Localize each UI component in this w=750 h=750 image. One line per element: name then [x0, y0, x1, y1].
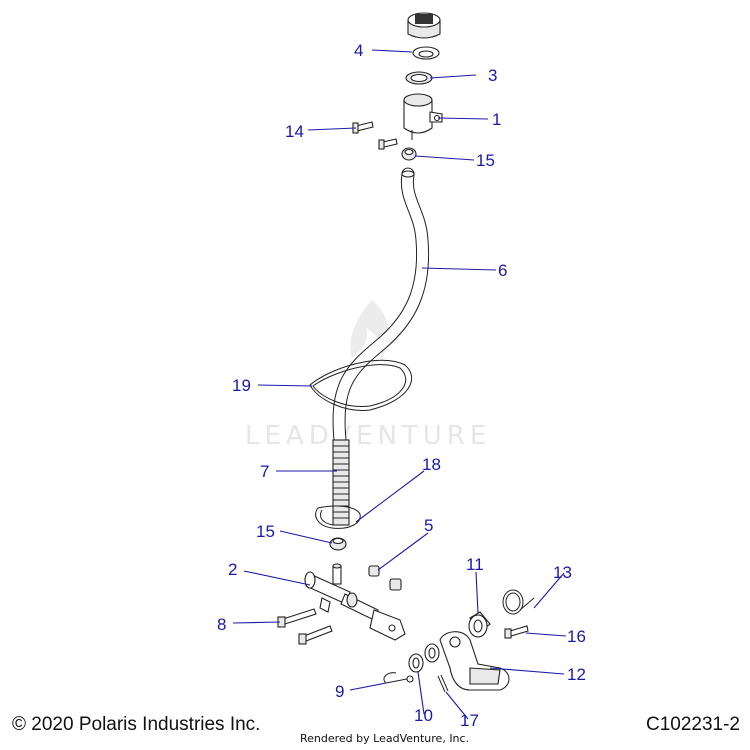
callout-19: 19 [232, 376, 251, 395]
part-clevis-pin [383, 672, 414, 684]
part-bolt-8 [277, 608, 333, 645]
callout-18: 18 [422, 455, 441, 474]
part-ring [405, 71, 433, 85]
callout-16: 16 [567, 627, 586, 646]
callout-4: 4 [354, 41, 363, 60]
watermark-flame-icon [350, 300, 390, 360]
callout-15-bottom: 15 [256, 522, 275, 541]
part-diaphragm [412, 46, 440, 60]
part-cotter-pin [437, 674, 449, 693]
callout-9: 9 [335, 682, 344, 701]
part-screw-14 [352, 121, 374, 134]
part-spring [502, 589, 535, 615]
watermark: LEADVENTURE [245, 300, 491, 451]
callout-13: 13 [553, 563, 572, 582]
rendered-by-notice: Rendered by LeadVenture, Inc. [300, 732, 470, 745]
part-washers [408, 643, 440, 673]
callout-3: 3 [488, 66, 497, 85]
callout-14: 14 [285, 122, 304, 141]
part-hose [332, 167, 430, 447]
callout-2: 2 [228, 560, 237, 579]
part-master-cylinder [304, 563, 406, 641]
callout-12: 12 [567, 665, 586, 684]
part-nut-5 [368, 565, 402, 591]
callout-7: 7 [260, 462, 269, 481]
part-sleeve [332, 439, 350, 526]
part-clamp-top [401, 147, 417, 161]
part-pin-16 [504, 625, 529, 639]
part-pedal-arm [439, 631, 510, 691]
part-wire-loop [309, 359, 413, 411]
callout-11: 11 [466, 555, 484, 574]
callout-5: 5 [424, 516, 433, 535]
part-screw-14b [378, 138, 398, 150]
copyright-notice: © 2020 Polaris Industries Inc. [12, 714, 261, 735]
part-clip [315, 505, 361, 529]
callout-6: 6 [498, 261, 507, 280]
diagram-code: C102231-2 [645, 714, 740, 735]
callout-10: 10 [414, 706, 433, 725]
callout-15-top: 15 [476, 151, 495, 170]
leader-lines [232, 49, 567, 720]
callout-1: 1 [492, 110, 501, 129]
part-clamp-bottom [329, 537, 347, 551]
part-reservoir-cap [407, 12, 441, 39]
part-bushing [468, 611, 491, 638]
callout-17: 17 [460, 711, 479, 730]
callout-8: 8 [217, 615, 226, 634]
part-reservoir [403, 93, 443, 140]
callout-numbers: 4 3 1 14 15 6 19 7 18 15 5 2 8 9 11 13 1… [217, 41, 586, 730]
watermark-text: LEADVENTURE [245, 421, 491, 451]
